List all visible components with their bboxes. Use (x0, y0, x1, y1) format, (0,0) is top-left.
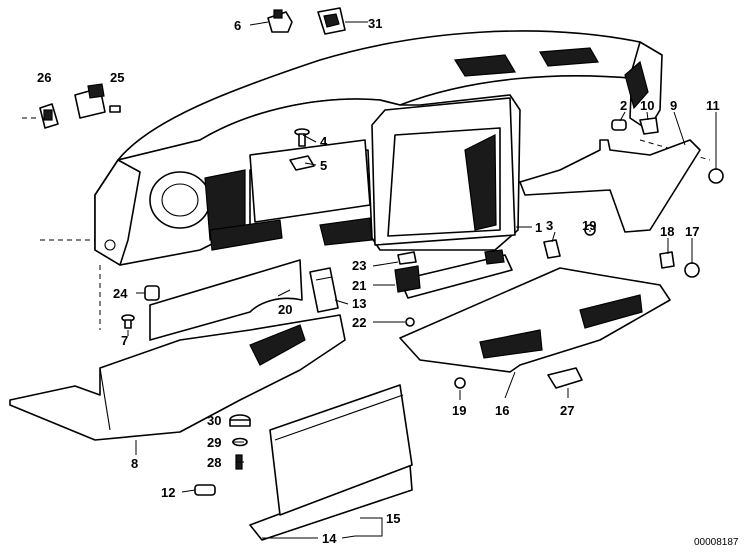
label-19-upper: 19 (582, 218, 596, 233)
holder-part-26 (39, 103, 59, 129)
lower-door-part-14 (249, 384, 413, 541)
label-22: 22 (352, 315, 366, 330)
label-18: 18 (660, 224, 674, 239)
plug-part-25 (74, 83, 121, 119)
clip-part-6 (267, 9, 293, 33)
pad-part-27 (547, 367, 583, 389)
label-8: 8 (131, 456, 138, 471)
label-2: 2 (620, 98, 627, 113)
label-24: 24 (113, 286, 128, 301)
screw-part-7 (121, 314, 135, 329)
label-21: 21 (352, 278, 366, 293)
clip-part-3 (543, 239, 561, 259)
clip-part-13 (309, 267, 339, 313)
label-20: 20 (278, 302, 292, 317)
clip-part-10 (639, 117, 659, 135)
screw-part-19-lower (454, 377, 466, 389)
pin-part-2 (611, 119, 627, 131)
bracket-part-9 (519, 139, 701, 233)
label-5: 5 (320, 158, 327, 173)
label-27: 27 (560, 403, 574, 418)
label-19-lower: 19 (452, 403, 466, 418)
label-11: 11 (706, 98, 720, 113)
label-29: 29 (207, 435, 221, 450)
label-16: 16 (495, 403, 509, 418)
label-9: 9 (670, 98, 677, 113)
nut-part-24 (144, 285, 160, 301)
label-6: 6 (234, 18, 241, 33)
leader-lines (127, 21, 717, 539)
label-15: 15 (386, 511, 400, 526)
label-31: 31 (368, 16, 382, 31)
label-14: 14 (322, 531, 337, 546)
bolt-part-12 (194, 484, 216, 496)
label-13: 13 (352, 296, 366, 311)
screw-part-22 (405, 317, 415, 327)
cap-part-11 (708, 168, 724, 184)
plug-part-17 (684, 262, 700, 278)
label-12: 12 (161, 485, 175, 500)
part-labels: 6 31 26 25 4 5 2 10 9 11 1 3 19 18 17 23… (37, 16, 739, 548)
label-10: 10 (640, 98, 654, 113)
label-26: 26 (37, 70, 51, 85)
label-4: 4 (320, 134, 328, 149)
clip-part-23 (397, 251, 417, 265)
label-28: 28 (207, 455, 221, 470)
switch-part-31 (317, 7, 346, 35)
screw-part-4 (294, 128, 310, 147)
label-7: 7 (121, 333, 128, 348)
clip-part-18 (659, 251, 675, 269)
label-30: 30 (207, 413, 221, 428)
glovebox-tray-part-16 (399, 267, 671, 373)
label-25: 25 (110, 70, 124, 85)
label-23: 23 (352, 258, 366, 273)
rail-bracket-21 (394, 249, 513, 299)
lower-trim-part-8 (9, 314, 346, 441)
label-17: 17 (685, 224, 699, 239)
nut-part-5 (289, 155, 315, 171)
label-3: 3 (546, 218, 553, 233)
panel-part-20 (149, 259, 303, 341)
reference-number: 00008187 (694, 537, 739, 548)
dashboard-panel (94, 30, 663, 266)
label-1: 1 (535, 220, 542, 235)
